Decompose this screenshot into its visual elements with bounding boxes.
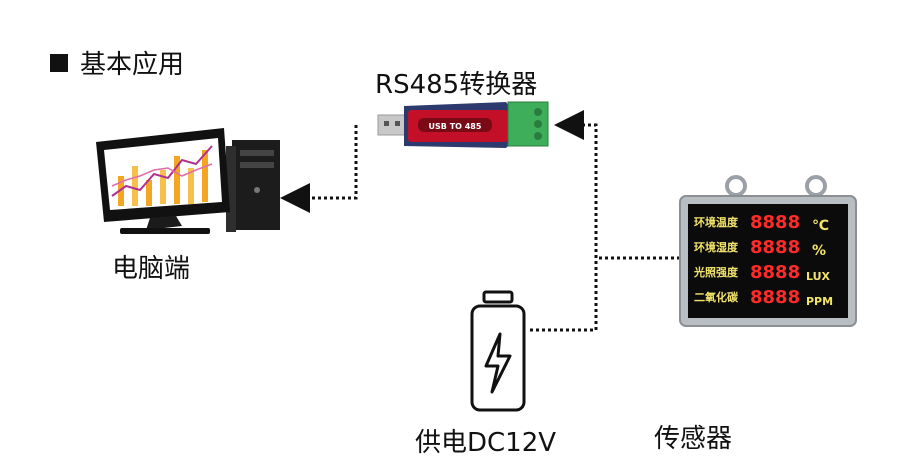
battery-icon <box>470 290 526 412</box>
converter-body-text: USB TO 485 <box>429 122 482 131</box>
sensor-display-icon: 环境温度 8888 ℃ 环境湿度 8888 % 光照强度 8888 LUX 二氧… <box>679 175 857 327</box>
heading-text: 基本应用 <box>80 50 185 80</box>
sensor-row-name: 环境湿度 <box>694 240 739 254</box>
power-label: 供电DC12V <box>415 428 557 458</box>
sensor-row-unit: PPM <box>806 295 833 308</box>
sensor-label: 传感器 <box>654 424 733 454</box>
connection-lines <box>280 110 680 332</box>
screen-chart <box>111 145 213 206</box>
sensor-row: 环境温度 8888 ℃ <box>694 212 829 234</box>
sensor-row-name: 光照强度 <box>693 265 739 279</box>
computer-label: 电脑端 <box>112 254 191 284</box>
sensor-row-name: 环境温度 <box>694 215 739 229</box>
sensor-row: 环境湿度 8888 % <box>694 237 826 259</box>
sensor-row-unit: ℃ <box>812 218 829 234</box>
usb-485-converter-icon: USB TO 485 <box>377 101 549 148</box>
section-heading: 基本应用 <box>50 44 184 81</box>
heading-bullet <box>50 53 68 72</box>
sensor-row-unit: % <box>812 243 826 259</box>
computer-icon <box>96 128 280 234</box>
converter-label: RS485转换器 <box>375 70 538 100</box>
digit-display: 8888 <box>750 212 800 233</box>
lightning-icon <box>484 332 512 394</box>
digit-display: 8888 <box>750 237 800 258</box>
sensor-row: 二氧化碳 8888 PPM <box>694 287 833 308</box>
sensor-row-unit: LUX <box>806 270 831 283</box>
digit-display: 8888 <box>750 262 800 283</box>
sensor-row-name: 二氧化碳 <box>694 290 739 304</box>
sensor-row: 光照强度 8888 LUX <box>693 262 831 283</box>
digit-display: 8888 <box>750 287 800 308</box>
